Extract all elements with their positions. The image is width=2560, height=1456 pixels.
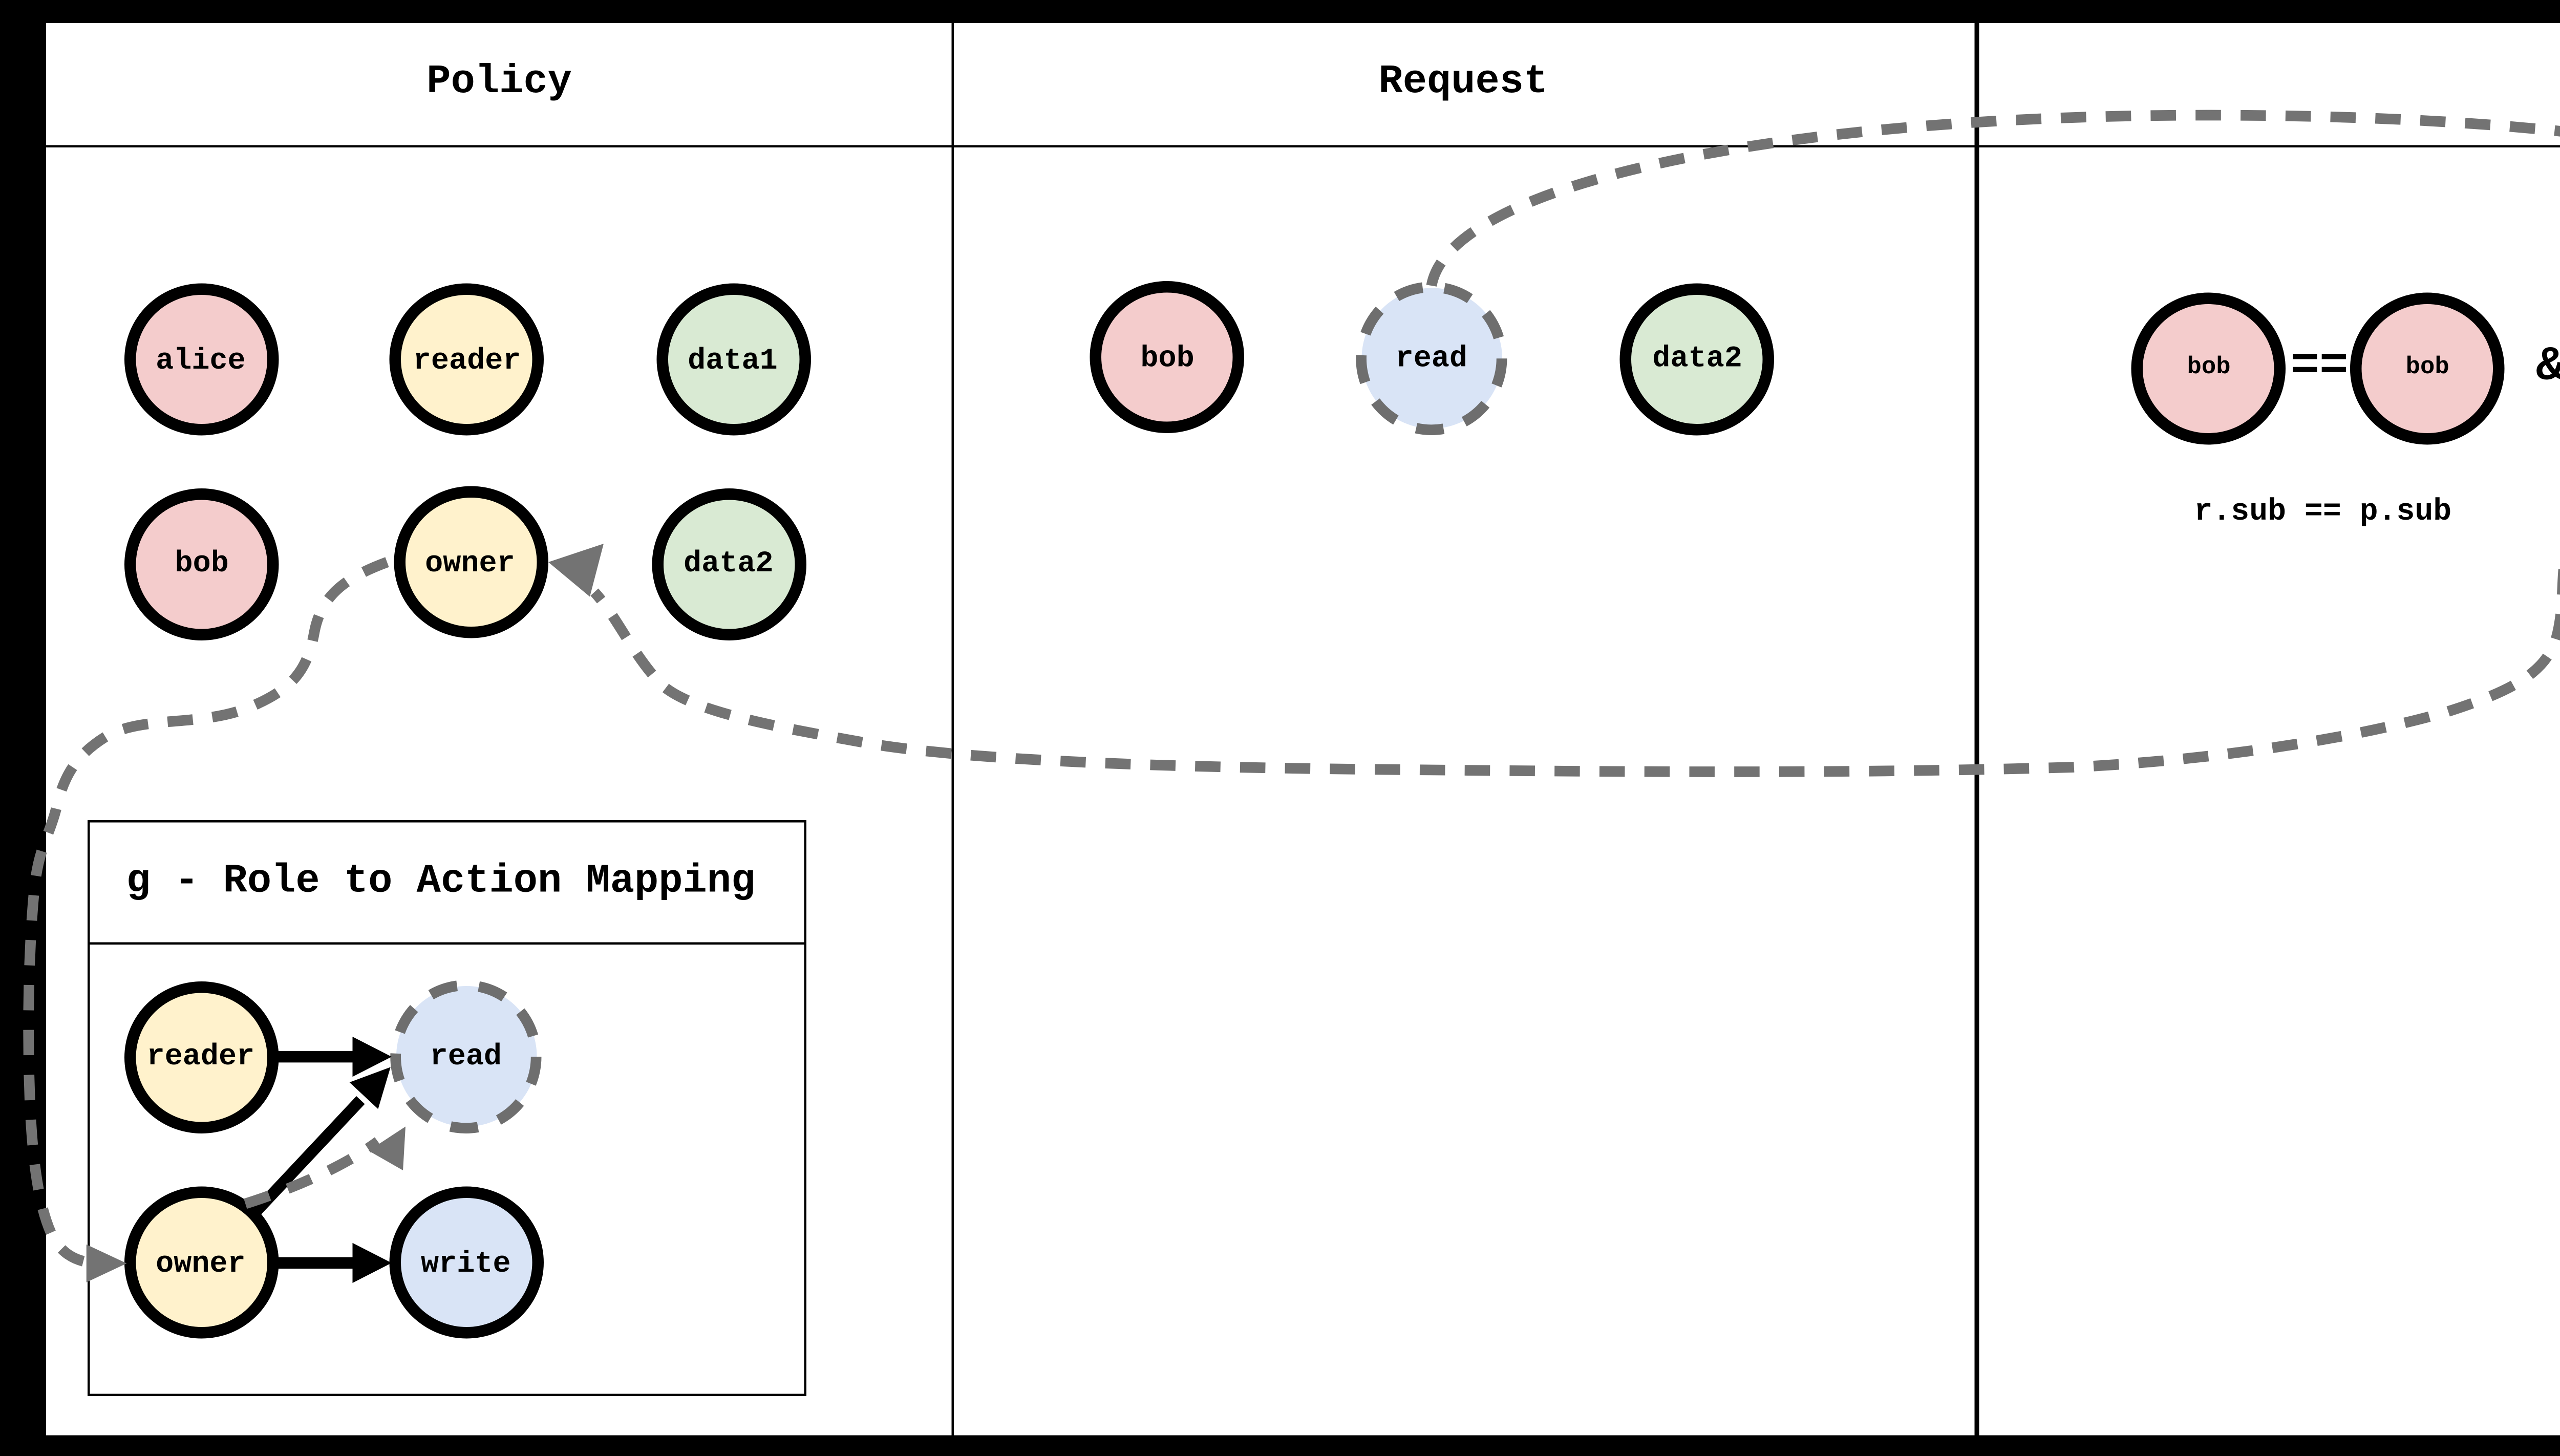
policy-node-owner[interactable]: owner [393, 486, 547, 639]
matching-sublabel-rsub: r.sub == p.sub [2194, 495, 2452, 530]
node-label: bob [1140, 340, 1194, 375]
node-label: reader [146, 1039, 255, 1074]
node-label: owner [425, 545, 515, 580]
request-node-data2[interactable]: data2 [1620, 282, 1775, 435]
node-label: bob [175, 547, 229, 582]
panel-title-policy: Policy [426, 60, 572, 106]
node-label: read [1395, 341, 1468, 376]
node-label: reader [413, 343, 521, 378]
node-label: data1 [688, 343, 778, 378]
node-label: data2 [1652, 341, 1742, 376]
matching-operator-and-1: && [2536, 341, 2560, 395]
node-label: read [430, 1039, 502, 1074]
gbox-node-read[interactable]: read [395, 986, 537, 1127]
node-label: data2 [684, 547, 774, 582]
panel-title-request: Request [1378, 60, 1548, 106]
policy-node-data2[interactable]: data2 [651, 488, 806, 640]
matching-operator-eq-1: == [2290, 341, 2349, 395]
matching-node-bob-policy[interactable]: bob [2350, 292, 2505, 444]
request-node-read[interactable]: read [1361, 288, 1502, 429]
request-matching-divider [1975, 22, 1979, 1435]
node-label: write [421, 1246, 511, 1280]
gbox-node-write[interactable]: write [389, 1187, 543, 1339]
request-node-bob[interactable]: bob [1090, 281, 1245, 434]
gbox-node-reader[interactable]: reader [123, 980, 278, 1133]
matching-node-bob-request[interactable]: bob [2131, 292, 2286, 444]
g-mapping-box-title: g - Role to Action Mapping [89, 823, 804, 944]
node-label: alice [156, 343, 246, 378]
policy-node-bob[interactable]: bob [124, 488, 279, 640]
node-label: owner [156, 1246, 246, 1280]
policy-request-divider [951, 22, 955, 1435]
gbox-node-owner[interactable]: owner [123, 1187, 278, 1339]
header-divider-line [47, 144, 2560, 148]
node-label: bob [2405, 354, 2449, 382]
node-label: bob [2187, 354, 2231, 382]
